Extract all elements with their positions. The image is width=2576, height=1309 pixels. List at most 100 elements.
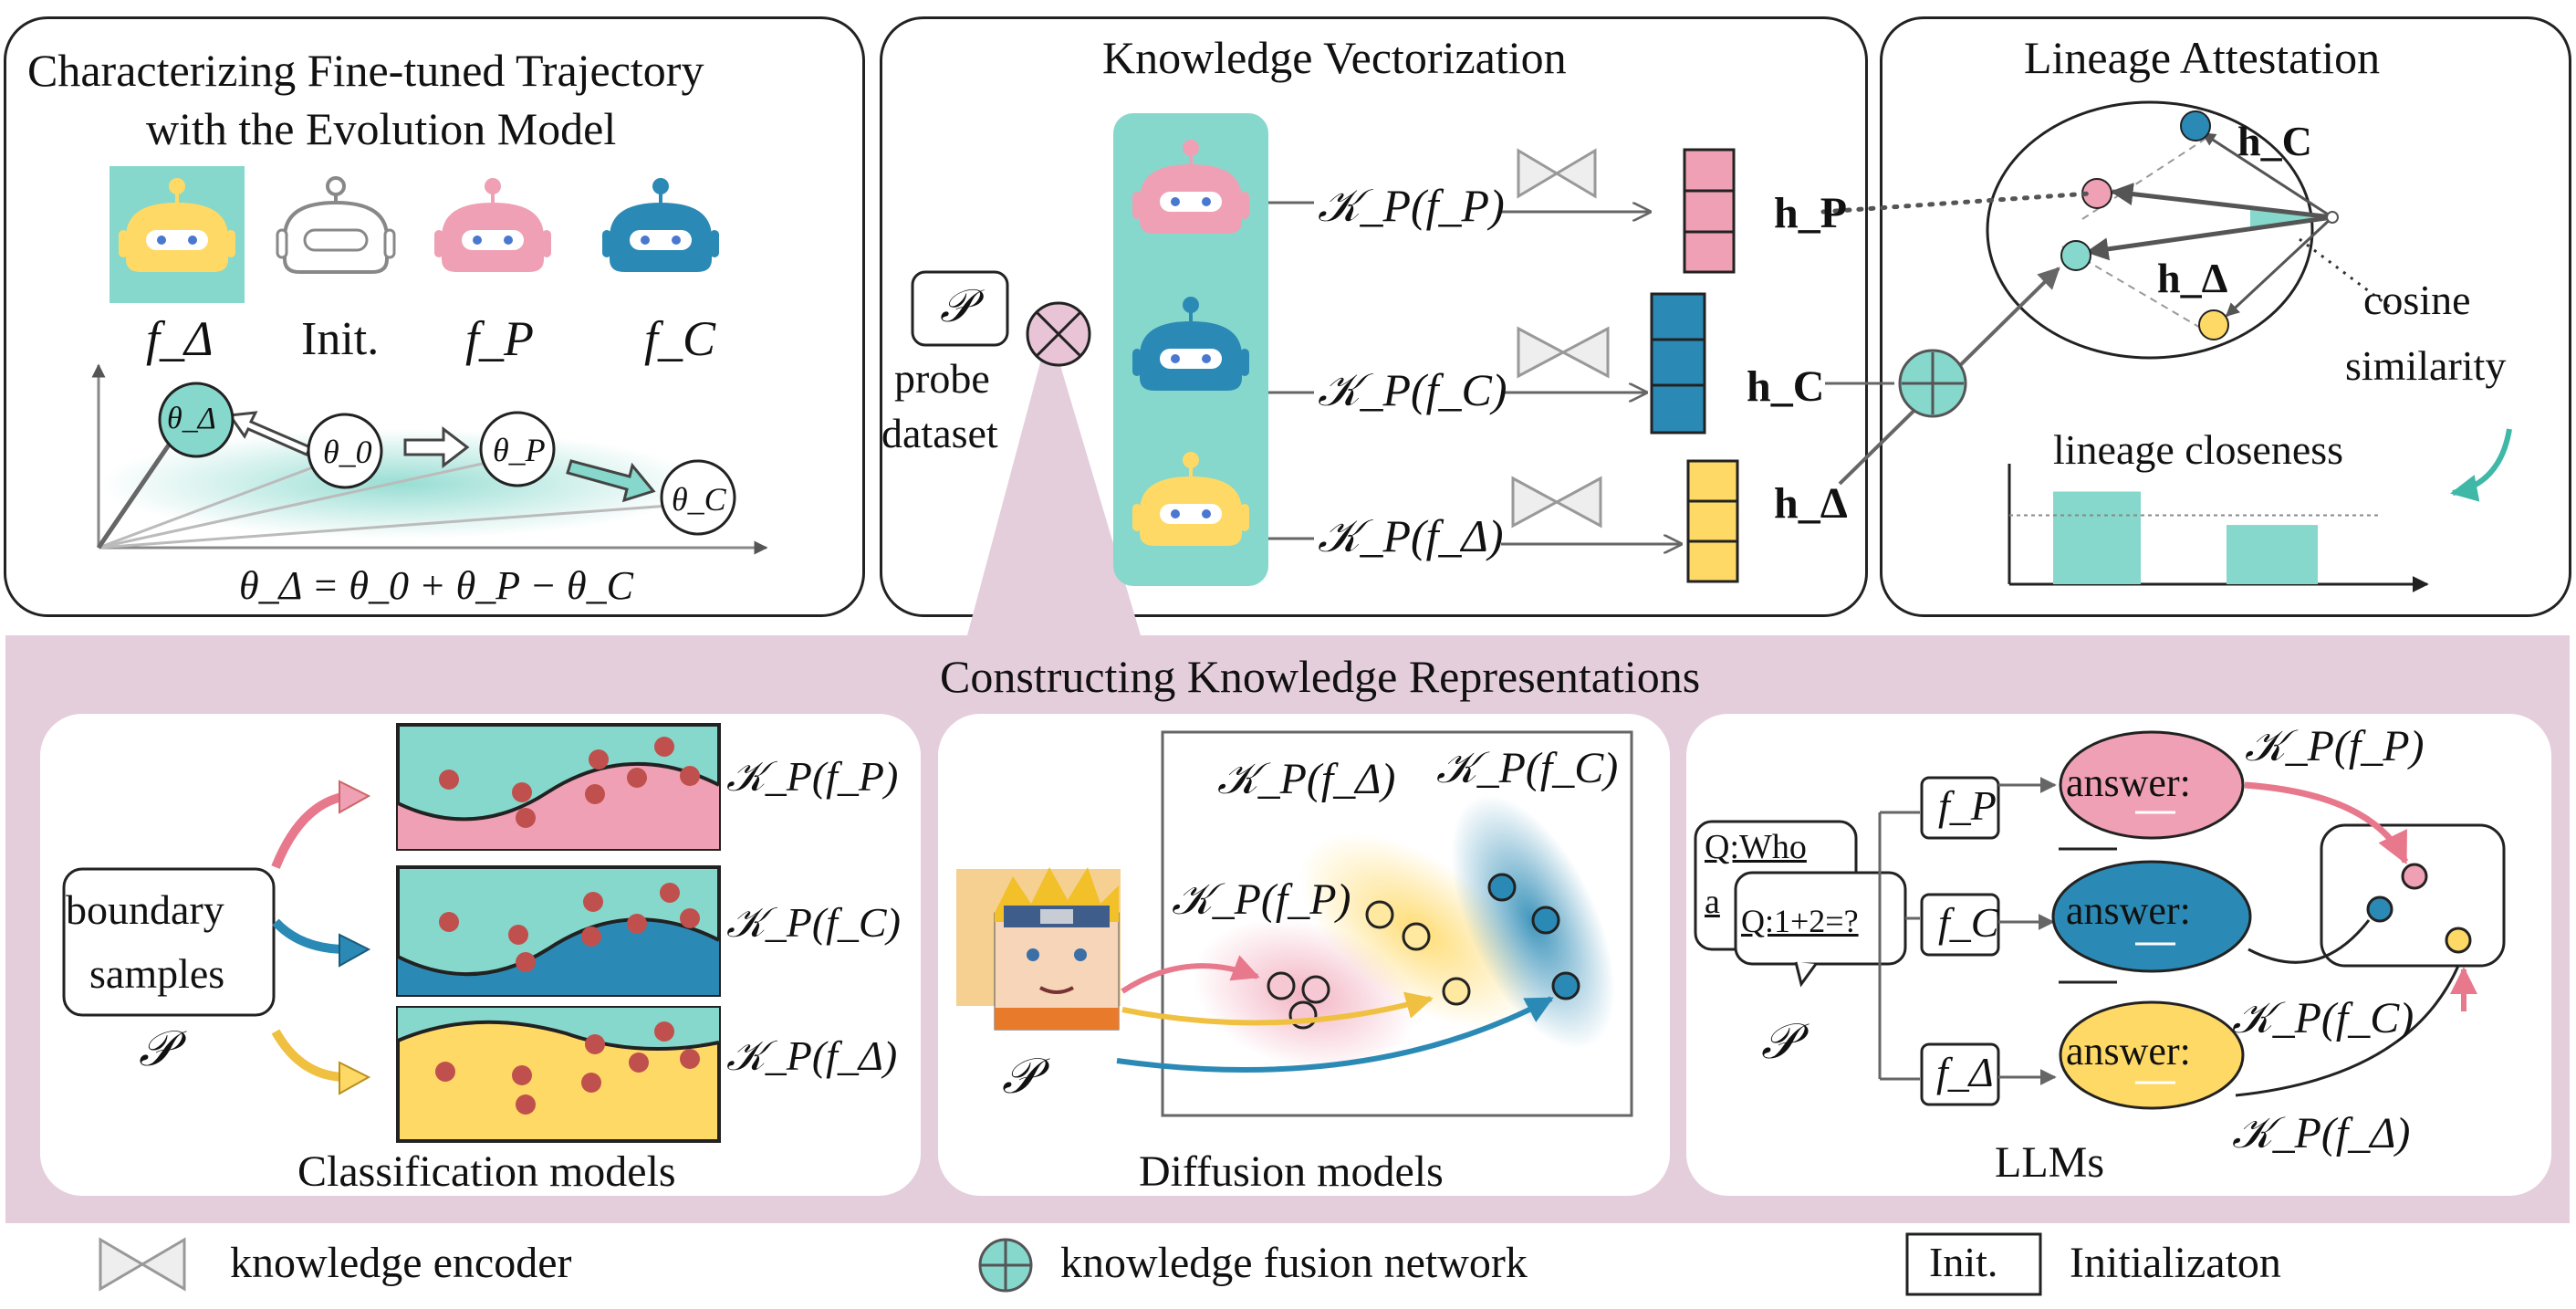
hc-label: h_C bbox=[1747, 362, 1825, 411]
theta-delta-label: θ_Δ bbox=[167, 402, 216, 435]
arrow-theta0-to-delta bbox=[227, 411, 313, 456]
diff-kp-label: 𝒦_P(f_P) bbox=[1172, 875, 1351, 924]
classifier-pink bbox=[396, 723, 721, 851]
hd-point-label: h_Δ bbox=[2157, 255, 2228, 301]
answer-pink-text: answer: bbox=[2066, 760, 2191, 805]
legend-fusion-icon bbox=[978, 1238, 1033, 1293]
vectorization-title: Knowledge Vectorization bbox=[1102, 32, 1567, 83]
diff-kc-label: 𝒦_P(f_C) bbox=[1436, 744, 1619, 792]
legend-init-label: Initializaton bbox=[2070, 1239, 2281, 1287]
kc-label: 𝒦_P(f_C) bbox=[1318, 364, 1507, 415]
encoder-icon-mid bbox=[1517, 326, 1610, 379]
kd-label: 𝒦_P(f_Δ) bbox=[1318, 510, 1504, 561]
robot-label-p: f_P bbox=[465, 311, 534, 366]
vector-hp bbox=[1683, 148, 1736, 274]
cls-probe-symbol: 𝒫 bbox=[139, 1021, 174, 1076]
llm-kc-label: 𝒦_P(f_C) bbox=[2232, 994, 2414, 1042]
thetaP-node bbox=[479, 411, 556, 487]
diff-probe-symbol: 𝒫 bbox=[1002, 1049, 1038, 1104]
cosine-to-bars-arrow bbox=[2450, 428, 2512, 502]
probe-box bbox=[911, 270, 1009, 347]
cls-kp-label: 𝒦_P(f_P) bbox=[726, 753, 899, 800]
answer-pink bbox=[2059, 730, 2245, 840]
hp-label: h_P bbox=[1774, 189, 1848, 237]
point-fused bbox=[2060, 240, 2091, 271]
robot-label-delta: f_Δ bbox=[146, 311, 214, 366]
encoder-icon-bot bbox=[1511, 476, 1602, 529]
probe-label-1: probe bbox=[894, 355, 990, 402]
llm-fp-label: f_P bbox=[1938, 782, 1997, 829]
hd-label: h_Δ bbox=[1774, 479, 1848, 528]
robot-outline-icon bbox=[276, 176, 396, 274]
boundary-box bbox=[62, 867, 276, 1017]
probe-label-2: dataset bbox=[881, 410, 998, 456]
robot-label-c: f_C bbox=[644, 311, 716, 366]
llm-fc-box bbox=[1920, 893, 2000, 957]
vector-hd bbox=[1686, 459, 1739, 583]
probe-funnel bbox=[967, 329, 1141, 635]
legend-encoder-label: knowledge encoder bbox=[230, 1239, 572, 1287]
closeness-bars bbox=[2053, 491, 2318, 584]
theta-delta-node bbox=[158, 382, 235, 458]
cosine-pointer bbox=[2299, 237, 2395, 312]
llm-fc-label: f_C bbox=[1938, 899, 1999, 946]
dotted-link-hp bbox=[1820, 191, 2092, 215]
theta0-node bbox=[307, 413, 383, 489]
question-2-text: Q:1+2=? bbox=[1741, 903, 1859, 939]
robot-label-init: Init. bbox=[301, 313, 380, 365]
closeness-label: lineage closeness bbox=[2053, 426, 2344, 473]
llm-fd-box bbox=[1920, 1042, 2000, 1106]
kp-label: 𝒦_P(f_P) bbox=[1318, 180, 1505, 231]
point-hc bbox=[2180, 110, 2211, 141]
arrow-p-to-c bbox=[566, 459, 656, 503]
trajectory-title-2: with the Evolution Model bbox=[146, 103, 617, 154]
robot-pink-icon bbox=[433, 176, 553, 274]
embedding-space bbox=[1986, 100, 2314, 360]
thetaP-label: θ_P bbox=[493, 432, 546, 468]
evolution-equation: θ_Δ = θ_0 + θ_P − θ_C bbox=[239, 563, 633, 608]
vector-hc bbox=[1650, 292, 1706, 435]
legend-init-box bbox=[1905, 1232, 2042, 1296]
llm-fp-box bbox=[1920, 776, 2000, 840]
diffusion-caption: Diffusion models bbox=[1139, 1147, 1444, 1196]
probe-portrait-image bbox=[956, 867, 1121, 1031]
question-1-text: Q:Who bbox=[1705, 828, 1807, 866]
classification-caption: Classification models bbox=[297, 1147, 676, 1196]
legend-encoder-icon bbox=[99, 1237, 186, 1292]
llm-fd-label: f_Δ bbox=[1936, 1049, 1994, 1095]
attestation-title: Lineage Attestation bbox=[2024, 32, 2381, 83]
trajectory-title-1: Characterizing Fine-tuned Trajectory bbox=[27, 45, 704, 96]
ray-thetaC bbox=[98, 502, 694, 550]
legend-init-box-label: Init. bbox=[1929, 1239, 1998, 1285]
question-1b-text: a bbox=[1705, 883, 1720, 921]
answer-blue-text: answer: bbox=[2066, 888, 2191, 933]
encoder-icon-top bbox=[1517, 148, 1597, 199]
robot-blue-icon bbox=[600, 176, 721, 274]
thetaC-label: θ_C bbox=[672, 481, 726, 518]
closeness-bar-2 bbox=[2227, 525, 2318, 584]
llm-probe-symbol: 𝒫 bbox=[1761, 1014, 1797, 1069]
arrow-theta0-to-p bbox=[403, 425, 470, 469]
theta0-label: θ_0 bbox=[323, 434, 372, 470]
cosine-label-1: cosine bbox=[2363, 277, 2471, 323]
cosine-label-2: similarity bbox=[2345, 342, 2507, 389]
ray-thetaP bbox=[98, 455, 516, 550]
legend-fusion-label: knowledge fusion network bbox=[1060, 1239, 1528, 1287]
answer-blue bbox=[2051, 860, 2252, 973]
answer-yellow-text: answer: bbox=[2066, 1029, 2191, 1073]
ray-theta0 bbox=[98, 455, 343, 550]
classifier-yellow bbox=[396, 1006, 721, 1143]
answer-yellow bbox=[2059, 1000, 2245, 1110]
classifier-blue bbox=[396, 865, 721, 997]
thetaC-node bbox=[660, 459, 736, 536]
cls-kc-label: 𝒦_P(f_C) bbox=[726, 899, 901, 946]
closeness-bar-1 bbox=[2053, 491, 2141, 584]
llm-kd-label: 𝒦_P(f_Δ) bbox=[2232, 1109, 2411, 1157]
hc-point-label: h_C bbox=[2237, 118, 2312, 164]
cls-kd-label: 𝒦_P(f_Δ) bbox=[726, 1032, 898, 1079]
representation-title: Constructing Knowledge Representations bbox=[940, 651, 1701, 702]
probe-symbol: 𝒫 bbox=[940, 280, 974, 331]
llm-embedding-box bbox=[2320, 823, 2506, 968]
point-hd bbox=[2198, 309, 2229, 340]
